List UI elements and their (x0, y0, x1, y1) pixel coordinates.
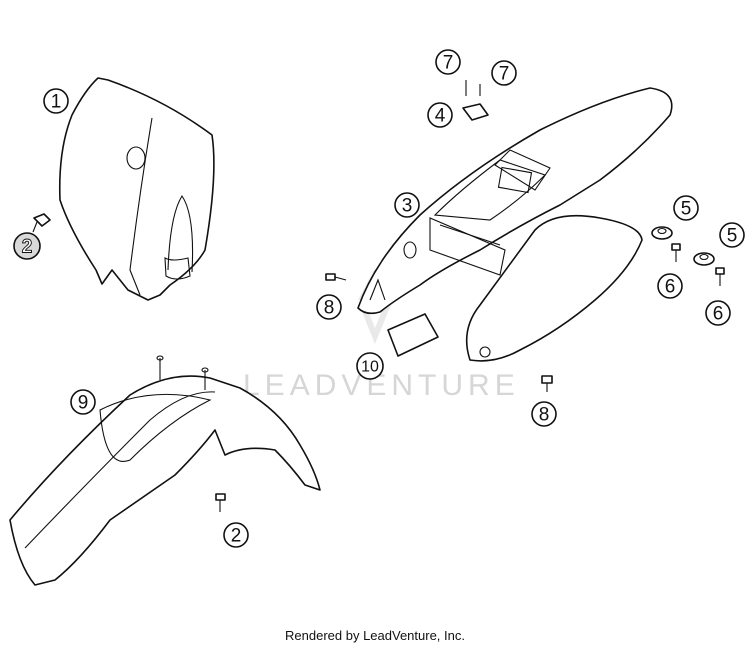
svg-text:6: 6 (713, 304, 724, 325)
front-number-plate (58, 77, 215, 301)
callout-3: 3 (394, 192, 420, 218)
svg-text:10: 10 (361, 359, 379, 376)
callout-1: 1 (43, 88, 69, 114)
callout-5-upper: 5 (673, 195, 699, 221)
callout-5-lower: 5 (719, 222, 745, 248)
callout-7-right: 7 (491, 60, 517, 86)
svg-text:5: 5 (681, 199, 692, 220)
screw-bottom (215, 493, 226, 512)
callout-7-left: 7 (435, 49, 461, 75)
reflector-pad (387, 313, 439, 357)
svg-text:9: 9 (78, 393, 89, 414)
callout-4: 4 (427, 102, 453, 128)
svg-text:2: 2 (231, 526, 242, 547)
svg-text:6: 6 (665, 277, 676, 298)
callout-8-bottom: 8 (531, 401, 557, 427)
svg-text:8: 8 (539, 405, 550, 426)
washer-upper (651, 226, 673, 240)
screw-8-bottom (541, 375, 553, 392)
license-bracket (462, 80, 489, 121)
svg-text:5: 5 (727, 226, 738, 247)
svg-text:3: 3 (402, 196, 413, 217)
svg-text:8: 8 (324, 298, 335, 319)
svg-text:2: 2 (22, 237, 33, 258)
svg-text:7: 7 (499, 64, 510, 85)
callout-2-bottom: 2 (223, 522, 249, 548)
screw-8-left (325, 273, 347, 281)
callout-9: 9 (70, 389, 96, 415)
callout-6-right: 6 (705, 300, 731, 326)
screw-6-right (715, 267, 725, 286)
svg-text:4: 4 (435, 106, 446, 127)
rear-side-panel (465, 214, 643, 362)
screw-6-left (671, 243, 681, 262)
washer-lower (693, 252, 715, 266)
callout-8-left: 8 (316, 294, 342, 320)
footer-credit: Rendered by LeadVenture, Inc. (285, 628, 465, 643)
callout-2-left: 2 (13, 232, 41, 260)
screw-left (32, 213, 51, 233)
rear-fender (357, 87, 673, 315)
callout-6-left: 6 (657, 273, 683, 299)
svg-text:1: 1 (51, 92, 62, 113)
callout-10: 10 (356, 352, 384, 380)
watermark-text: LEADVENTURE (243, 369, 520, 402)
front-fender (9, 355, 321, 586)
svg-text:7: 7 (443, 53, 454, 74)
